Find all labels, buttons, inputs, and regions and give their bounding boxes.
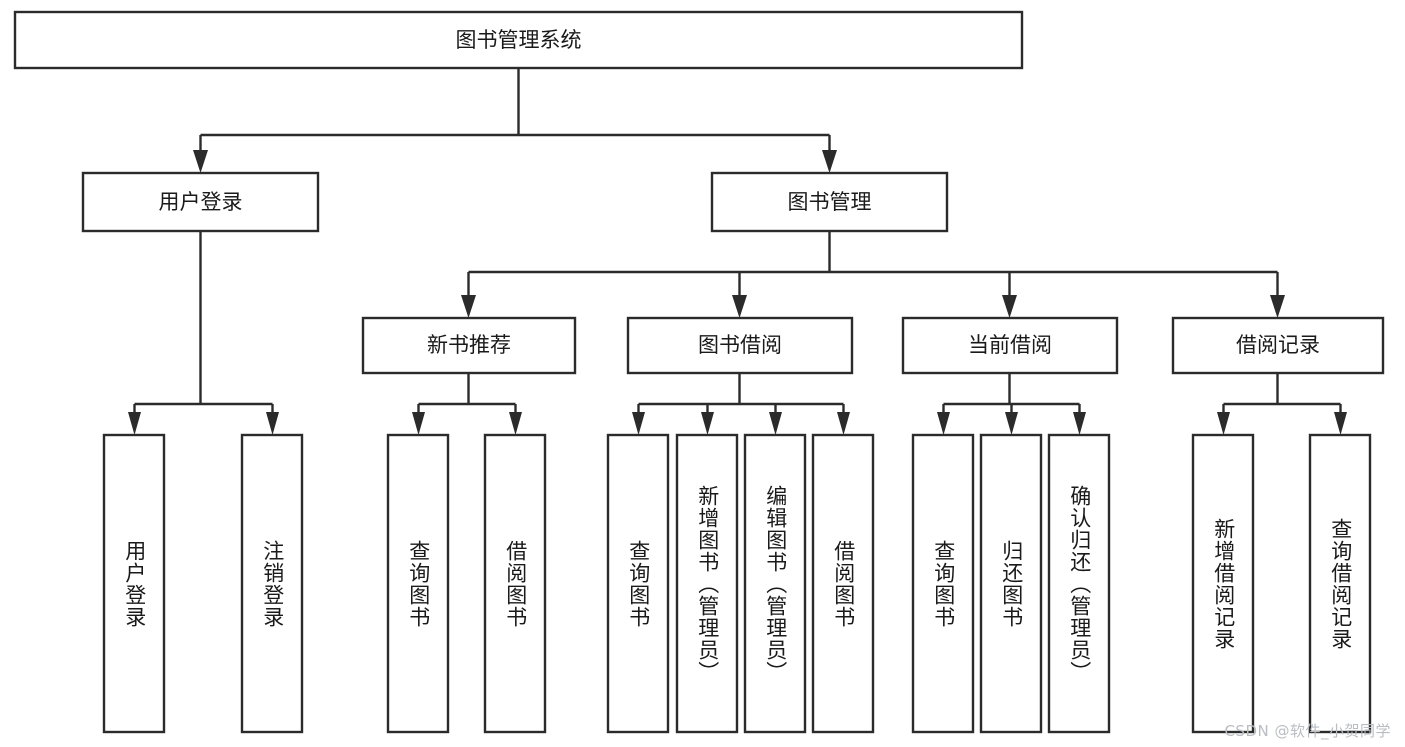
arrow-new-book-leaf-1 [412,412,425,435]
node-box-book-manage[interactable] [710,171,949,233]
watermark-text: CSDN @软件_小贺同学 [1224,722,1391,740]
arrow-new-book-leaf-2 [509,412,522,435]
arrow-to-current-borrow [1002,295,1017,318]
node-label-borrow-record: 借阅记录 [1236,333,1320,357]
arrow-book-borrow-leaf-1 [632,412,645,435]
edges-layer [128,68,1347,435]
node-box-leaf-query-book-2[interactable] [606,433,670,734]
arrow-user-login-leaf-2 [266,412,279,435]
arrow-borrow-record-leaf-2 [1334,412,1347,435]
node-label-leaf-query-book-2: 查询图书 [626,539,651,628]
node-box-leaf-borrow-book-1[interactable] [483,433,547,734]
node-label-current-borrow: 当前借阅 [968,333,1052,357]
arrow-borrow-record-leaf-1 [1217,412,1230,435]
arrow-current-borrow-leaf-2 [1005,412,1018,435]
node-label-user-login: 用户登录 [159,190,243,214]
node-box-user-login[interactable] [81,171,320,233]
arrow-root-to-book-manage [822,150,837,173]
node-label-leaf-query-book-1: 查询图书 [406,539,431,628]
node-label-book-borrow: 图书借阅 [698,333,782,357]
node-label-leaf-query-book-3: 查询图书 [931,539,956,628]
node-box-leaf-borrow-book-2[interactable] [811,433,875,734]
nodes-layer: 图书管理系统 用户登录 图书管理 新书推荐 图书借阅 当前借阅 借阅记录 [13,10,1385,734]
node-label-title: 图书管理系统 [456,28,582,52]
node-label-leaf-borrow-book-1: 借阅图书 [503,539,528,628]
node-box-leaf-query-book-3[interactable] [911,433,975,734]
node-label-new-book-recommend: 新书推荐 [427,333,511,357]
node-label-leaf-add-book: 新增图书（管理员） [695,484,720,683]
arrow-current-borrow-leaf-1 [937,412,950,435]
node-box-leaf-edit-book[interactable] [743,433,807,734]
node-label-leaf-edit-book: 编辑图书（管理员） [763,484,788,683]
node-label-leaf-user-login: 用户登录 [122,539,147,628]
node-box-leaf-return-book[interactable] [979,433,1043,734]
node-box-current-borrow[interactable] [901,316,1119,375]
node-label-book-manage: 图书管理 [788,190,872,214]
arrow-user-login-leaf-1 [128,412,141,435]
node-label-leaf-return-book: 归还图书 [999,539,1024,628]
arrow-to-new-book-recommend [461,295,476,318]
node-label-leaf-confirm-return: 确认归还（管理员） [1067,484,1092,683]
node-box-new-book-recommend[interactable] [361,316,577,375]
arrow-book-borrow-leaf-3 [769,412,782,435]
arrow-current-borrow-leaf-3 [1073,412,1086,435]
node-box-title[interactable] [13,10,1024,70]
node-label-leaf-user-logout: 注销登录 [260,539,285,628]
arrow-to-book-borrow [732,295,747,318]
node-box-leaf-add-record[interactable] [1191,433,1255,734]
node-label-leaf-borrow-book-2: 借阅图书 [831,539,856,628]
node-box-book-borrow[interactable] [626,316,854,375]
arrow-book-borrow-leaf-4 [837,412,850,435]
node-box-leaf-user-login[interactable] [102,433,166,734]
node-box-leaf-confirm-return[interactable] [1047,433,1111,734]
node-box-leaf-query-book-1[interactable] [386,433,450,734]
arrow-to-borrow-record [1270,295,1285,318]
arrow-book-borrow-leaf-2 [701,412,714,435]
arrow-root-to-user-login [193,150,208,173]
node-box-leaf-query-record[interactable] [1308,433,1372,734]
node-box-leaf-user-logout[interactable] [240,433,304,734]
node-label-leaf-add-record: 新增借阅记录 [1211,517,1236,650]
node-box-leaf-add-book[interactable] [675,433,739,734]
node-box-borrow-record[interactable] [1171,316,1385,375]
node-label-leaf-query-record: 查询借阅记录 [1328,517,1353,650]
